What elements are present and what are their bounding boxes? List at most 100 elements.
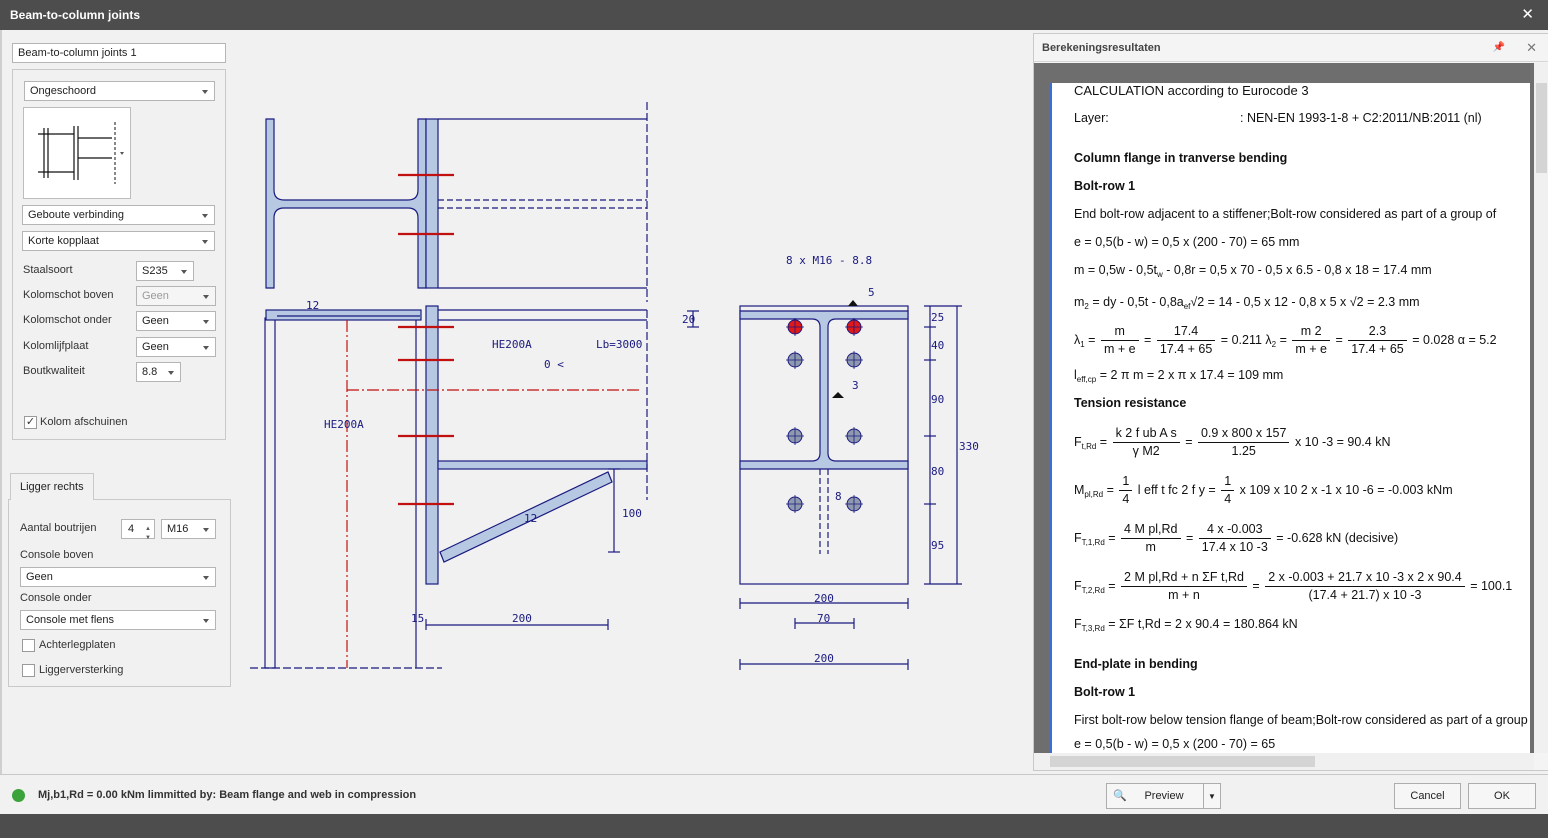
dim-12a: 12 (306, 299, 319, 312)
console-bottom-label: Console onder (20, 592, 92, 604)
property-select[interactable]: Geen (136, 337, 216, 357)
bolt-row-1b-heading: Bolt-row 1 (1074, 685, 1136, 699)
property-select[interactable]: 8.8 (136, 362, 181, 382)
results-hscroll[interactable] (1034, 753, 1534, 770)
joint-type-thumbnail[interactable] (23, 107, 131, 199)
angle-label: 0 < (544, 358, 564, 371)
window-title: Beam-to-column joints (10, 8, 141, 22)
dialog-content: Beam-to-column joints 1 Ongeschoord Gebo… (0, 30, 1548, 774)
layer-value: : NEN-EN 1993-1-8 + C2:2011/NB:2011 (nl) (1240, 111, 1482, 125)
dim-5: 5 (868, 286, 875, 299)
bolt-rows-label: Aantal boutrijen (20, 522, 97, 534)
dim-200b: 200 (814, 592, 834, 605)
vscroll-thumb[interactable] (1536, 83, 1547, 173)
backing-label: Achterlegplaten (39, 639, 116, 651)
window-titlebar: Beam-to-column joints ✕ (0, 0, 1548, 30)
dim-330: 330 (959, 440, 979, 453)
results-page: CALCULATION according to Eurocode 3 Laye… (1050, 83, 1530, 753)
console-top-select[interactable]: Geen (20, 567, 216, 587)
end-plate-top (425, 118, 439, 289)
preview-dropdown-button[interactable]: ▼ (1203, 783, 1221, 809)
bolt-rows-stepper[interactable]: 4 ▲ ▼ (121, 519, 155, 541)
column-section (265, 118, 427, 289)
close-icon[interactable]: ✕ (1521, 6, 1534, 23)
results-vscroll[interactable] (1534, 63, 1548, 753)
preview-button[interactable]: 🔍 Preview (1106, 783, 1204, 809)
dim-25: 25 (931, 311, 944, 324)
dim-40: 40 (931, 339, 944, 352)
layer-label: Layer: (1074, 111, 1109, 125)
bracing-select[interactable]: Ongeschoord (24, 81, 215, 101)
dim-80: 80 (931, 465, 944, 478)
beam-profile-label: HE200A (492, 338, 532, 351)
end-plate-front (739, 305, 909, 585)
dim-8: 8 (835, 490, 842, 503)
bolt-spec-label: 8 x M16 - 8.8 (786, 254, 872, 267)
section-end-plate: End-plate in bending (1074, 657, 1198, 671)
dim-3: 3 (852, 379, 859, 392)
chevron-down-icon: ▼ (1208, 792, 1216, 801)
results-panel-header: Berekeningsresultaten 📌 ✕ (1034, 34, 1548, 62)
connection-type-select[interactable]: Geboute verbinding (22, 205, 215, 225)
dim-15: 15 (411, 612, 424, 625)
stiffening-checkbox[interactable] (22, 664, 35, 677)
window-bottom-border (0, 814, 1548, 838)
calc-line-last: First bolt-row below tension flange of b… (1074, 713, 1528, 727)
preview-icon: 🔍 (1113, 790, 1127, 802)
column-profile-label: HE200A (324, 418, 364, 431)
dim-200c: 200 (814, 652, 834, 665)
calc-line-cut: e = 0,5(b - w) = 0,5 x (200 - 70) = 65 (1074, 737, 1276, 751)
calc-heading: CALCULATION according to Eurocode 3 (1074, 83, 1309, 98)
bolt-size-select[interactable]: M16 (161, 519, 216, 539)
cancel-button[interactable]: Cancel (1394, 783, 1461, 809)
check-ok-icon (12, 789, 25, 802)
property-label: Kolomlijfplaat (23, 340, 89, 352)
ok-button[interactable]: OK (1468, 783, 1536, 809)
calc-line-1: End bolt-row adjacent to a stiffener;Bol… (1074, 207, 1497, 221)
stiffening-label: Liggerversterking (39, 664, 124, 676)
dim-12b: 12 (524, 512, 537, 525)
joint-thumbnail-icon (38, 122, 124, 184)
bolt-rows-value: 4 (128, 523, 135, 535)
property-select[interactable]: Geen (136, 311, 216, 331)
beam-right-group (8, 499, 231, 687)
calc-line-leff: leff,cp = 2 π m = 2 x π x 17.4 = 109 mm (1074, 368, 1284, 384)
close-panel-icon[interactable]: ✕ (1526, 40, 1537, 55)
backing-checkbox[interactable] (22, 639, 35, 652)
property-label: Kolomschot boven (23, 289, 114, 301)
hscroll-thumb[interactable] (1050, 756, 1315, 767)
console-bottom-select[interactable]: Console met flens (20, 610, 216, 630)
beam-section-front (739, 310, 909, 470)
dim-70: 70 (817, 612, 830, 625)
pin-icon[interactable]: 📌 (1492, 42, 1505, 53)
section-tension-resistance: Tension resistance (1074, 396, 1187, 410)
tab-ligger-rechts[interactable]: Ligger rechts (10, 473, 94, 500)
beam-length-label: Lb=3000 (596, 338, 642, 351)
plate-type-select[interactable]: Korte kopplaat (22, 231, 215, 251)
property-select[interactable]: S235 (136, 261, 194, 281)
property-label: Boutkwaliteit (23, 365, 85, 377)
calc-line-m2: m2 = dy - 0,5t - 0,8aef√2 = 14 - 0,5 x 1… (1074, 295, 1420, 311)
dim-95: 95 (931, 539, 944, 552)
chamfer-checkbox[interactable]: ✓ (24, 416, 37, 429)
console-top-label: Console boven (20, 549, 94, 561)
bolt-row-1-heading: Bolt-row 1 (1074, 179, 1136, 193)
dim-20: 20 (682, 313, 695, 326)
dim-200a: 200 (512, 612, 532, 625)
calc-line-ft3: FT,3,Rd = ΣF t,Rd = 2 x 90.4 = 180.864 k… (1074, 617, 1298, 633)
results-title: Berekeningsresultaten (1042, 42, 1161, 54)
property-select: Geen (136, 286, 216, 306)
stepper-up-icon[interactable]: ▲ (145, 526, 151, 532)
results-document-area: CALCULATION according to Eurocode 3 Laye… (1034, 63, 1534, 753)
calc-line-e: e = 0,5(b - w) = 0,5 x (200 - 70) = 65 m… (1074, 235, 1300, 249)
dim-100: 100 (622, 507, 642, 520)
dim-90: 90 (931, 393, 944, 406)
joint-name-field[interactable]: Beam-to-column joints 1 (12, 43, 226, 63)
stepper-down-icon[interactable]: ▼ (145, 535, 151, 541)
section-column-flange: Column flange in tranverse bending (1074, 151, 1288, 165)
